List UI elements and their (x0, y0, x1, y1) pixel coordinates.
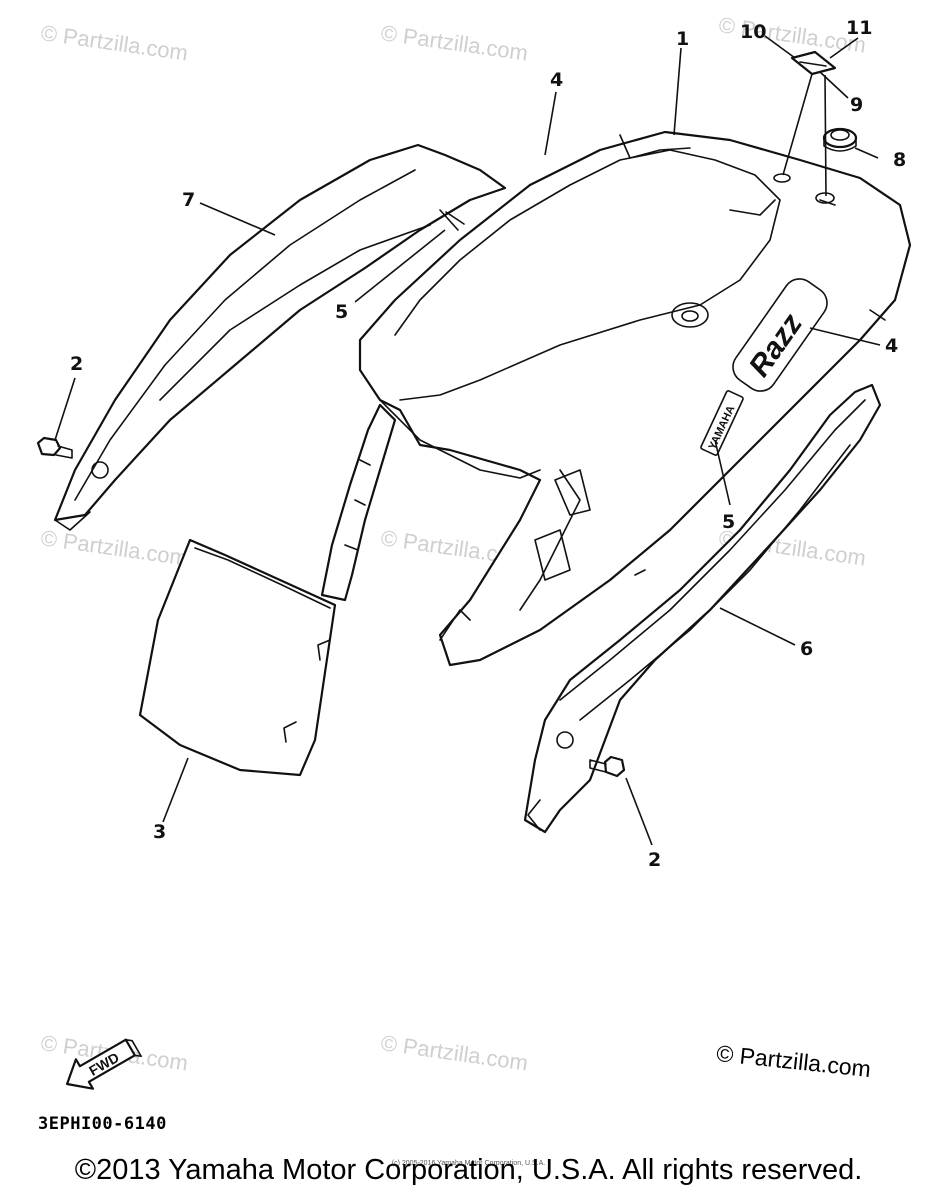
watermark: © Partzilla.com (379, 20, 529, 65)
callout-5-left: 5 (335, 301, 348, 323)
front-panel-part-3 (138, 538, 337, 777)
callout-1: 1 (676, 28, 689, 50)
callout-7: 7 (182, 189, 195, 211)
callout-4-top: 4 (550, 69, 563, 91)
watermark: © Partzilla.com (379, 1030, 529, 1075)
callout-labels: 1 2 2 3 4 4 5 5 6 7 8 9 10 11 (70, 17, 906, 871)
callout-8: 8 (893, 149, 906, 171)
callout-3: 3 (153, 821, 166, 843)
copyright-notice: ©2013 Yamaha Motor Corporation, U.S.A. A… (74, 1154, 863, 1186)
main-body-cover-part-1: Razz YAMAHA (358, 130, 912, 667)
watermark: © Partzilla.com (39, 525, 189, 570)
callout-6: 6 (800, 638, 813, 660)
callout-9: 9 (850, 94, 863, 116)
leader-lines (54, 35, 881, 846)
callout-5-right: 5 (722, 511, 735, 533)
callout-2-left: 2 (70, 353, 83, 375)
grommet-part-8 (822, 127, 858, 152)
diagram-code: 3EPHI00-6140 (38, 1114, 167, 1134)
callout-11: 11 (846, 17, 872, 39)
watermark: © Partzilla.com (39, 20, 189, 65)
screw-part-2-right (589, 755, 626, 778)
screw-part-2-left (36, 436, 73, 459)
fine-print: (c) 2005-2016 Yamaha Motor Corporation, … (391, 1160, 546, 1167)
callout-10: 10 (740, 21, 766, 43)
callout-2-right: 2 (648, 849, 661, 871)
left-side-cover-part-7 (53, 143, 507, 531)
clip-part-9 (790, 50, 837, 76)
callout-4-right: 4 (885, 335, 898, 357)
body-inner-flange (320, 403, 471, 641)
right-side-cover-part-6 (523, 383, 882, 834)
